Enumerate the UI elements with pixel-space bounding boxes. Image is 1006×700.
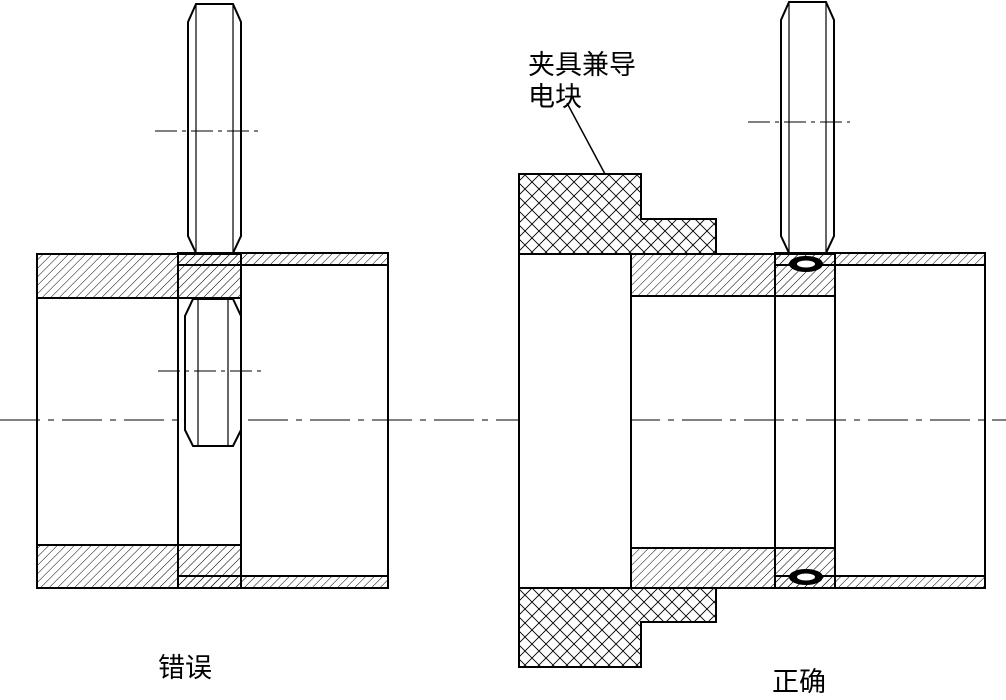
fixture-label-line2: 电块 — [528, 82, 582, 113]
fixture-block-bottom — [518, 587, 717, 668]
correct-assembly — [518, 1, 986, 668]
left-inner-pipe-top-wall — [36, 253, 242, 299]
correct-label: 正确 — [772, 667, 826, 698]
right-outer-pipe — [774, 252, 986, 589]
wrong-label: 错误 — [158, 653, 212, 684]
right-inner-pipe — [630, 253, 836, 589]
left-inner-pipe-bottom-wall — [36, 544, 242, 589]
left-lower-electrode — [184, 298, 242, 447]
fixture-block-top — [518, 173, 717, 255]
fixture-leader-line — [566, 102, 606, 175]
wrong-assembly — [36, 3, 389, 589]
fixture-block-body — [518, 253, 632, 589]
fixture-label-line1: 夹具兼导 — [528, 50, 636, 81]
left-outer-pipe — [177, 252, 389, 589]
